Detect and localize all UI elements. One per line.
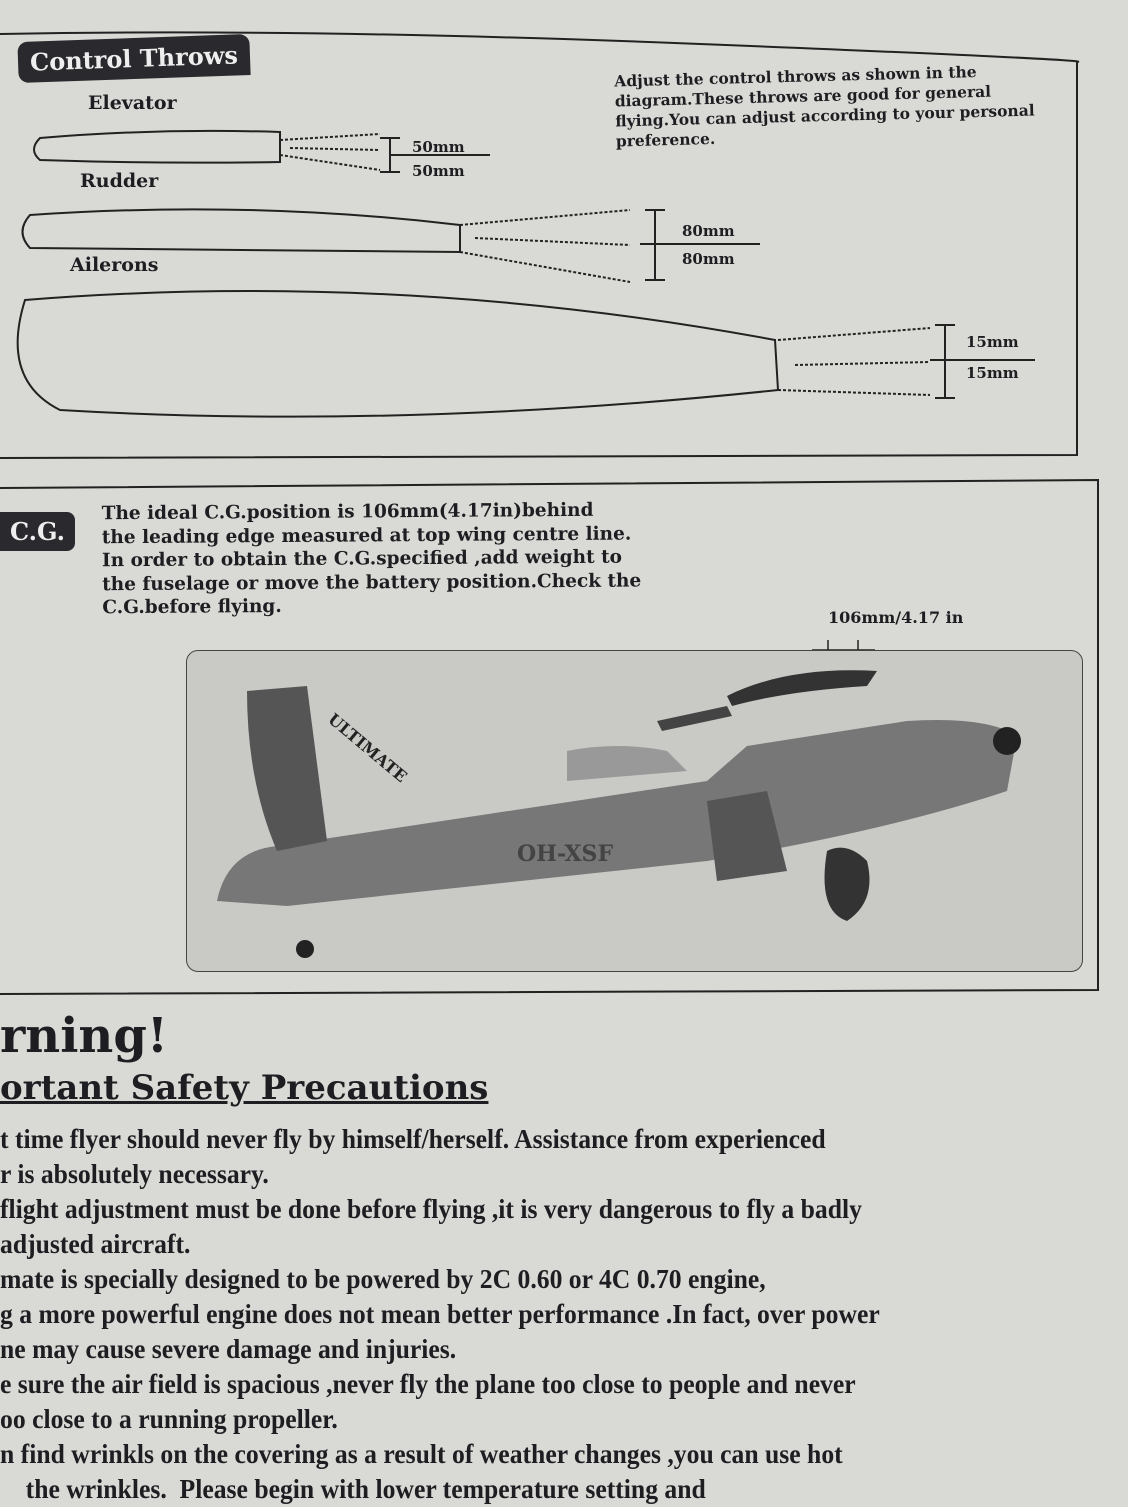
rule-line: t time flyer should never fly by himself… bbox=[0, 1124, 826, 1154]
rule-line: adjusted aircraft. bbox=[0, 1229, 191, 1259]
rule-line: mate is specially designed to be powered… bbox=[0, 1264, 766, 1294]
warning-subtitle: ortant Safety Precautions bbox=[0, 1068, 489, 1108]
rudder-label: Rudder bbox=[80, 170, 159, 192]
ailerons-up: 15mm bbox=[966, 333, 1019, 351]
airplane-illustration: ULTIMATE OH-XSF bbox=[217, 670, 1021, 958]
elevator-down: 50mm bbox=[412, 162, 465, 180]
control-throws-title: Control Throws bbox=[17, 33, 251, 84]
elevator-up: 50mm bbox=[412, 138, 465, 156]
control-throws-description: Adjust the control throws as shown in th… bbox=[614, 62, 1035, 151]
registration-lettering: OH-XSF bbox=[517, 841, 613, 867]
rudder-up: 80mm bbox=[682, 222, 735, 240]
rule-line: e sure the air field is spacious ,never … bbox=[0, 1369, 856, 1399]
rule-line: the wrinkles. Please begin with lower te… bbox=[0, 1474, 706, 1504]
fin-lettering: ULTIMATE bbox=[324, 710, 410, 787]
rudder-down: 80mm bbox=[682, 250, 735, 268]
elevator-shape bbox=[33, 129, 281, 164]
elevator-label: Elevator bbox=[88, 92, 177, 114]
airplane-photo: ULTIMATE OH-XSF bbox=[186, 650, 1083, 972]
rule-line: ne may cause severe damage and injuries. bbox=[0, 1334, 457, 1364]
rule-line: g a more powerful engine does not mean b… bbox=[0, 1299, 880, 1329]
cg-frame bbox=[0, 478, 1099, 995]
diagram-lines bbox=[0, 31, 1099, 995]
rule-line: flight adjustment must be done before fl… bbox=[0, 1194, 862, 1224]
rule-line: oo close to a running propeller. bbox=[0, 1404, 338, 1434]
rule-line: r is absolutely necessary. bbox=[0, 1159, 269, 1189]
warning-title: rning! bbox=[0, 1008, 168, 1064]
cg-line: C.G.before flying. bbox=[102, 595, 282, 619]
safety-rules: t time flyer should never fly by himself… bbox=[0, 1122, 1083, 1507]
ailerons-shape bbox=[16, 290, 780, 418]
cg-measurement: 106mm/4.17 in bbox=[828, 608, 964, 627]
ailerons-down: 15mm bbox=[966, 364, 1019, 382]
rule-line: n find wrinkls on the covering as a resu… bbox=[0, 1439, 843, 1469]
ailerons-label: Ailerons bbox=[70, 254, 159, 276]
rudder-shape bbox=[21, 208, 461, 254]
cg-badge: C.G. bbox=[0, 512, 76, 551]
cg-text: The ideal C.G.position is 106mm(4.17in)b… bbox=[102, 498, 743, 620]
control-throws-frame bbox=[0, 31, 1080, 459]
